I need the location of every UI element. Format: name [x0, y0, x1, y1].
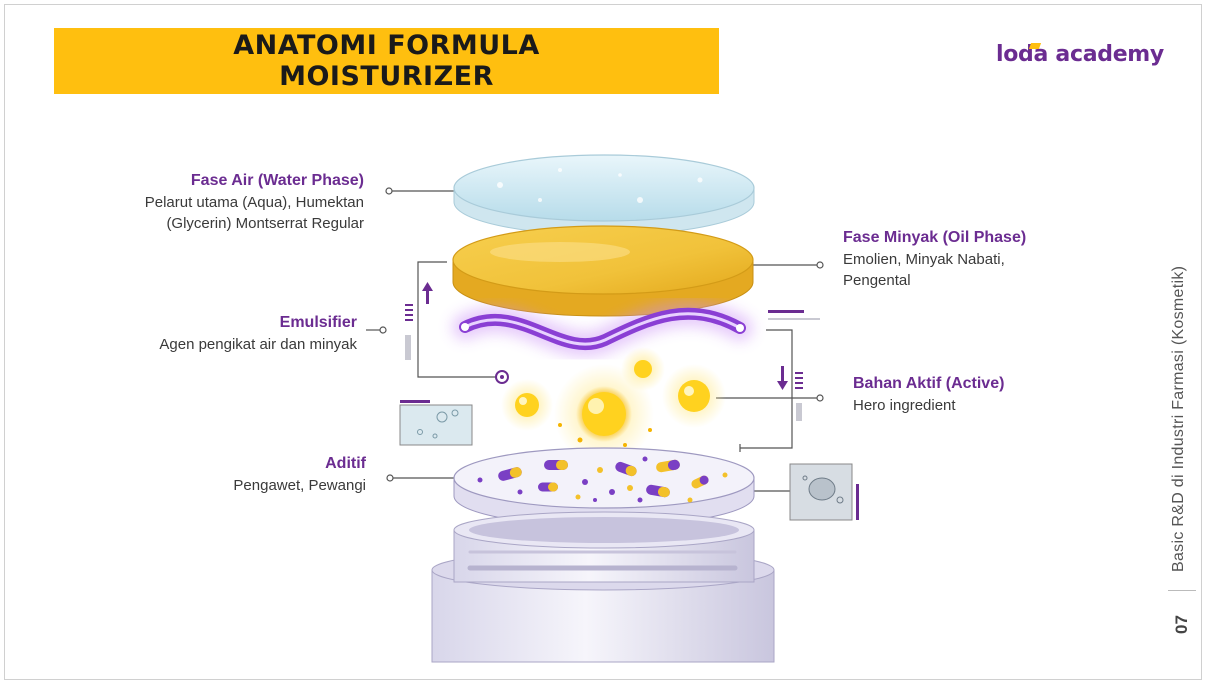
additive-desc: Pengawet, Pewangi — [233, 477, 366, 494]
label-oil-phase: Fase Minyak (Oil Phase) Emolien, Minyak … — [843, 227, 1103, 291]
label-active: Bahan Aktif (Active) Hero ingredient — [853, 373, 1103, 416]
label-emulsifier: Emulsifier Agen pengikat air dan minyak — [60, 312, 357, 355]
oil-phase-desc-1: Emolien, Minyak Nabati, — [843, 251, 1005, 268]
oil-phase-heading: Fase Minyak (Oil Phase) — [843, 229, 1027, 246]
label-additive: Aditif Pengawet, Pewangi — [140, 453, 366, 496]
active-heading: Bahan Aktif (Active) — [853, 375, 1005, 392]
emulsifier-heading: Emulsifier — [279, 314, 357, 331]
water-phase-desc-1: Pelarut utama (Aqua), Humektan — [144, 194, 364, 211]
label-water-phase: Fase Air (Water Phase) Pelarut utama (Aq… — [64, 170, 364, 234]
page-number: 07 — [1172, 615, 1191, 634]
connector-lines — [366, 187, 824, 492]
emulsifier-wave — [452, 300, 753, 358]
title-line-2: MOISTURIZER — [279, 61, 494, 92]
slide-frame — [4, 4, 1202, 680]
title-banner: ANATOMI FORMULA MOISTURIZER — [54, 28, 719, 94]
water-phase-disc — [453, 154, 755, 236]
jar — [431, 511, 775, 663]
oil-phase-desc-2: Pengental — [843, 272, 911, 289]
course-title-vertical: Basic R&D di Industri Farmasi (Kosmetik) — [1170, 265, 1187, 572]
active-desc: Hero ingredient — [853, 397, 956, 414]
oil-phase-disc — [452, 225, 754, 317]
brand-logo: loda academy — [996, 42, 1164, 67]
tick-markers-grey — [405, 318, 820, 421]
sidebar-divider — [1168, 590, 1196, 591]
microscope-inset-left — [399, 404, 473, 446]
additive-heading: Aditif — [325, 455, 366, 472]
water-phase-heading: Fase Air (Water Phase) — [190, 172, 364, 189]
title-line-1: ANATOMI FORMULA — [233, 30, 540, 61]
capsules — [498, 459, 709, 498]
flow-arrows — [422, 282, 788, 390]
emulsifier-desc: Agen pengikat air dan minyak — [159, 336, 357, 353]
tick-markers — [400, 304, 859, 520]
active-ingredient-spheres — [501, 347, 726, 464]
water-phase-desc-2: (Glycerin) Montserrat Regular — [166, 215, 364, 232]
microscope-inset-right — [789, 463, 853, 521]
beads — [477, 456, 728, 503]
